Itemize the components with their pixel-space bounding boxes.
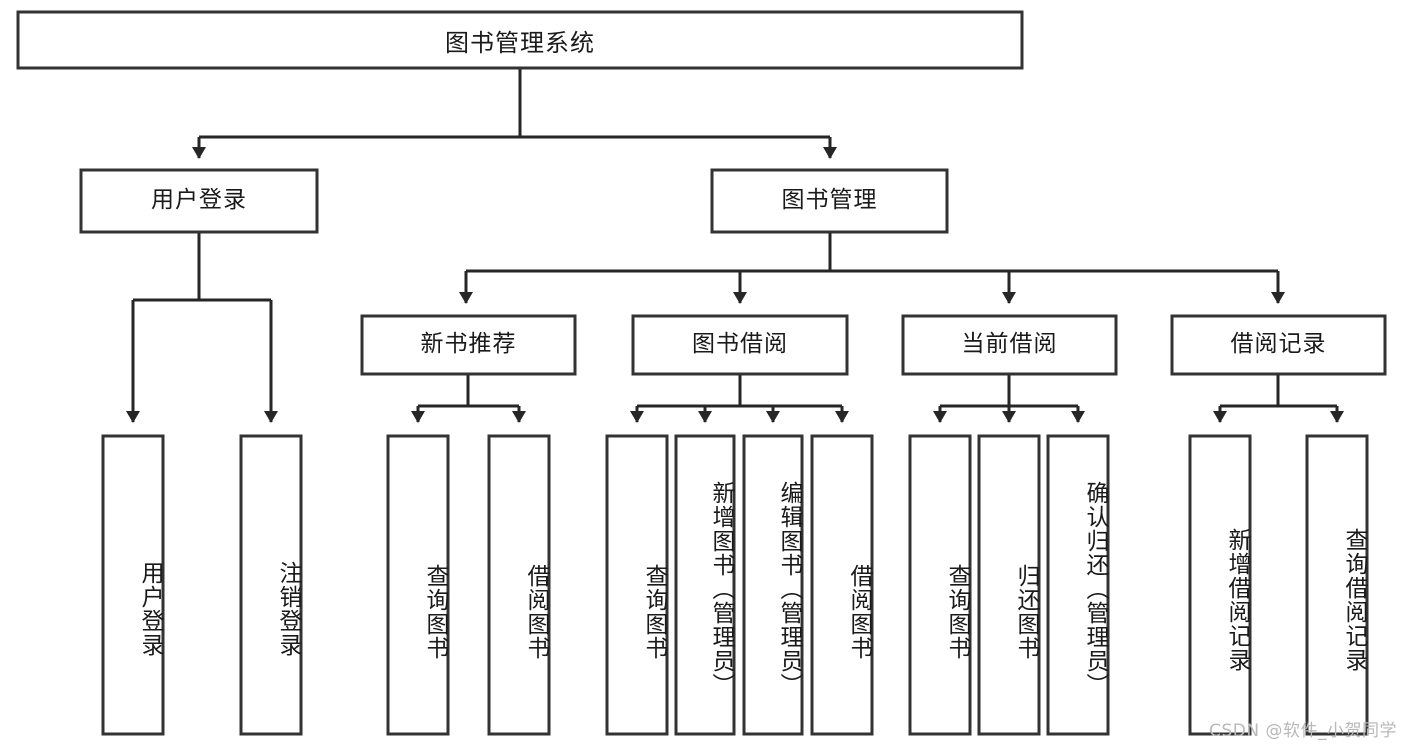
node-box-leaf-edit-book[interactable] bbox=[742, 434, 804, 736]
node-boxes bbox=[16, 10, 1387, 736]
node-box-leaf-confirm-return[interactable] bbox=[1046, 434, 1110, 736]
node-box-leaf-query-record[interactable] bbox=[1305, 434, 1369, 736]
node-box-leaf-logout[interactable] bbox=[239, 434, 303, 736]
node-box-leaf-return-book[interactable] bbox=[977, 434, 1041, 736]
node-box-book-manage[interactable] bbox=[710, 168, 949, 234]
connector-lines bbox=[126, 68, 1344, 423]
node-box-new-book-rec[interactable] bbox=[360, 314, 577, 376]
node-box-leaf-borrow-book-1[interactable] bbox=[487, 434, 551, 736]
node-box-leaf-add-record[interactable] bbox=[1188, 434, 1252, 736]
node-box-root[interactable] bbox=[16, 10, 1024, 70]
node-box-current-borrow[interactable] bbox=[901, 314, 1118, 376]
node-box-leaf-query-book-1[interactable] bbox=[386, 434, 450, 736]
node-box-leaf-query-book-2[interactable] bbox=[605, 434, 669, 736]
csdn-watermark: CSDN @软件_小贺同学 bbox=[1209, 721, 1397, 741]
node-box-leaf-borrow-book-2[interactable] bbox=[810, 434, 874, 736]
node-box-borrow-record[interactable] bbox=[1170, 314, 1387, 376]
node-box-leaf-user-login[interactable] bbox=[101, 434, 165, 736]
node-box-leaf-query-book-3[interactable] bbox=[908, 434, 972, 736]
node-box-user-login[interactable] bbox=[79, 168, 319, 234]
node-box-book-borrow[interactable] bbox=[631, 314, 849, 376]
node-box-leaf-add-book[interactable] bbox=[674, 434, 736, 736]
